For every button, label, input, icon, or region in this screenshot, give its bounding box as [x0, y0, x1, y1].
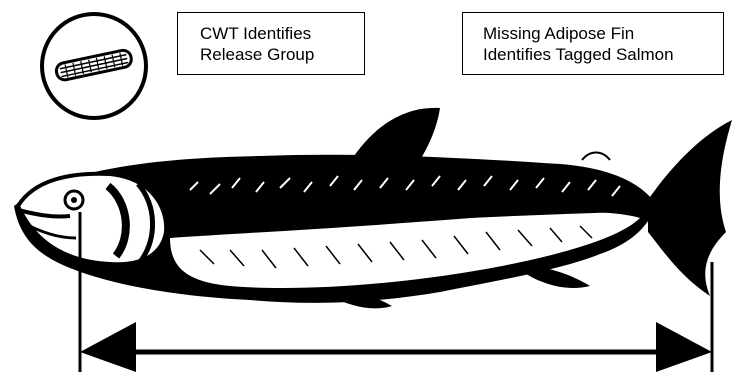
cwt-label-line2: Release Group — [200, 44, 354, 65]
cwt-label-box: CWT Identifies Release Group — [177, 12, 365, 75]
adipose-fin-site — [582, 153, 610, 161]
adipose-label-line1: Missing Adipose Fin — [483, 23, 713, 44]
salmon-illustration — [14, 108, 732, 309]
adipose-label-box: Missing Adipose Fin Identifies Tagged Sa… — [462, 12, 724, 75]
coded-wire-tag-icon — [42, 14, 146, 118]
tail-fin — [648, 120, 732, 296]
arrowhead-right — [656, 322, 712, 372]
cwt-label-line1: CWT Identifies — [200, 23, 354, 44]
arrowhead-left — [80, 322, 136, 372]
anal-fin — [520, 266, 590, 288]
adipose-label-line2: Identifies Tagged Salmon — [483, 44, 713, 65]
